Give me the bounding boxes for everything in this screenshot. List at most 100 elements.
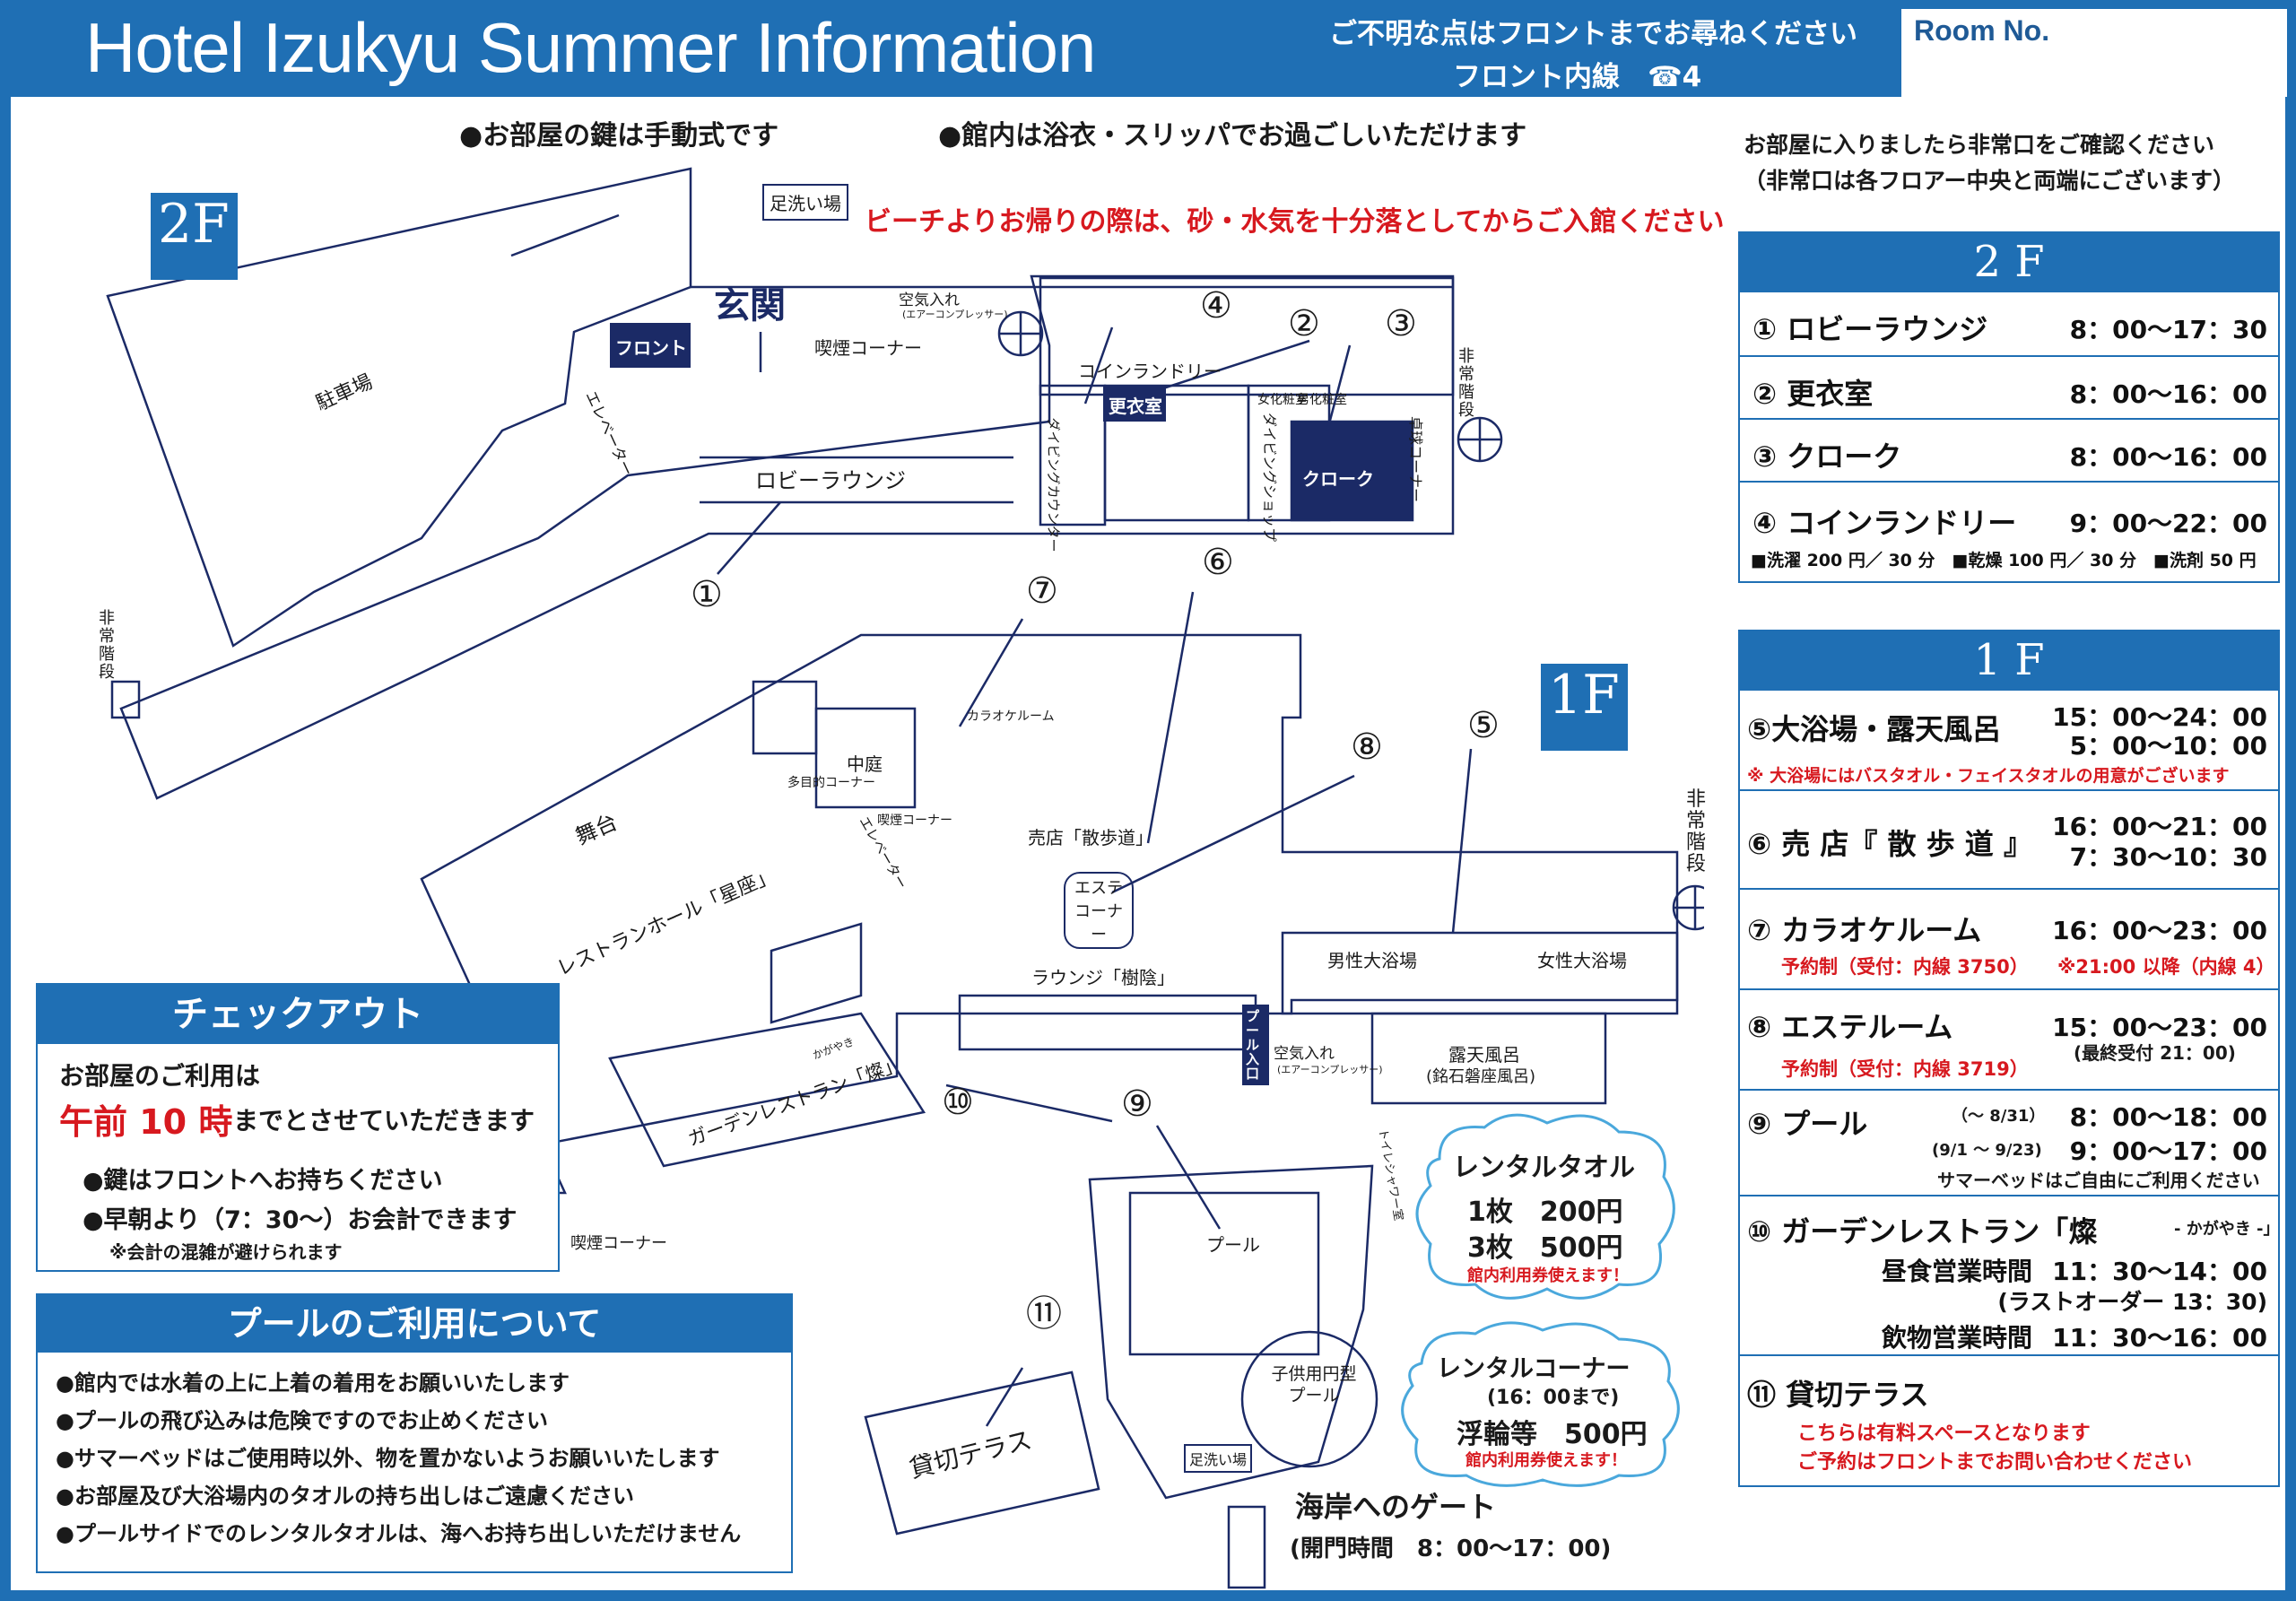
hours-1f-row-karaoke: ⑦ カラオケルーム 16：00～23：00 予約制（受付：内線 3750） ※2… <box>1740 888 2278 990</box>
yukata-notice: ●館内は浴衣・スリッパでお過ごしいただけます <box>938 120 1527 152</box>
bath-hours-morning: 5：00～10：00 <box>2069 731 2267 761</box>
pool-period-2: (9/1 ～ 9/23) <box>1932 1141 2042 1160</box>
1f-toilets <box>752 680 818 755</box>
pool-rule-5: ●プールサイドでのレンタルタオルは、海へお持ち出しいただけません <box>56 1521 742 1546</box>
kids-pool <box>1240 1330 1378 1468</box>
pool-entrance-label: プール入口 <box>1246 1008 1260 1082</box>
garden-name-sub: - かがやき -」 <box>2174 1220 2280 1239</box>
lobby-name: ① ロビーラウンジ <box>1752 312 1988 346</box>
hours-1f-panel: 1 F ⑤大浴場・露天風呂 15：00～24：00 5：00～10：00 ※ 大… <box>1738 630 2280 1487</box>
hours-1f-row-bath: ⑤大浴場・露天風呂 15：00～24：00 5：00～10：00 ※ 大浴場には… <box>1740 689 2278 791</box>
floor-2f-badge <box>151 193 238 280</box>
pool-hours-1: 8：00～18：00 <box>2069 1102 2267 1132</box>
changing-room-box <box>1103 386 1166 422</box>
room-number-box: Room No. <box>1901 9 2287 97</box>
lounge-jyuin-label: ラウンジ「樹陰」 <box>1031 967 1175 988</box>
rental-corner-price: 浮輪等 500円 <box>1457 1419 1648 1450</box>
garden-drink-hours: 11：30～16：00 <box>2052 1323 2267 1353</box>
courtyard-label: 中庭 <box>847 753 883 775</box>
terrace-paid-note: こちらは有料スペースとなります <box>1797 1423 2091 1445</box>
room-number-label: Room No. <box>1914 14 2050 47</box>
marker-3: ③ <box>1385 303 1417 344</box>
hours-1f-row-shop: ⑥ 売 店『 散 歩 道 』 16：00～21：00 7：30～10：30 <box>1740 789 2278 890</box>
shop-hours-evening: 16：00～21：00 <box>2052 812 2267 841</box>
rental-towel-price-3: 3枚 500円 <box>1467 1232 1623 1264</box>
garden-restaurant-block <box>608 1012 926 1168</box>
checkout-line1: お部屋のご利用は <box>59 1061 261 1091</box>
lounge-block <box>958 994 1257 1051</box>
karaoke-name: ⑦ カラオケルーム <box>1747 913 1982 947</box>
cloak-label: クローク <box>1302 468 1374 490</box>
rental-corner-note: 館内利用券使えます！ <box>1465 1451 1627 1470</box>
dining-counter-label: ダイビングカウンター <box>1045 417 1062 553</box>
pool-hours-2: 9：00～17：00 <box>2069 1136 2267 1166</box>
lobby-lounge-label: ロビーラウンジ <box>755 468 906 493</box>
2f-service-block <box>1039 276 1455 396</box>
smoking-1f-label: 喫煙コーナー <box>877 814 952 828</box>
marker-9: ⑨ <box>1121 1083 1153 1125</box>
pool-period-1: （～ 8/31） <box>1952 1107 2046 1126</box>
marker-2: ② <box>1288 303 1320 344</box>
karaoke-late-note: ※21:00 以降（内線 4） <box>2057 956 2275 978</box>
hours-1f-heading: 1 F <box>1740 631 2278 689</box>
emergency-stairs-2f-right: 非常階段 <box>1458 347 1474 420</box>
laundry-name: ④ コインランドリー <box>1752 506 2017 540</box>
changing-hours: 8：00～16：00 <box>2069 379 2267 409</box>
entrance-label: 玄関 <box>714 285 786 326</box>
beach-notice: ビーチよりお帰りの際は、砂・水気を十分落としてからご入館ください <box>865 206 1725 238</box>
gate-title: 海岸へのゲート <box>1295 1490 1497 1524</box>
marker-11: ⑪ <box>1026 1293 1062 1335</box>
pool-rule-2: ●プールの飛び込みは危険ですのでお止めください <box>56 1408 548 1433</box>
changing-name: ② 更衣室 <box>1752 377 1874 411</box>
air-compressor-1f-label: 空気入れ <box>1274 1045 1335 1063</box>
rental-towel-note: 館内利用券使えます！ <box>1467 1266 1629 1285</box>
checkout-panel: チェックアウト お部屋のご利用は 午前 10 時 までとさせていただきます ●鍵… <box>36 983 560 1272</box>
garden-drink-label: 飲物営業時間 <box>1882 1323 2033 1353</box>
shop-hours-morning: 7：30～10：30 <box>2069 842 2267 872</box>
air-compressor-label: 空気入れ <box>899 291 960 309</box>
hours-1f-row-garden: ⑩ ガーデンレストラン「燦 - かがやき -」 昼食営業時間 11：30～14：… <box>1740 1195 2280 1356</box>
baths-block <box>1281 931 1679 1015</box>
floor-1f-badge <box>1541 664 1628 751</box>
cloak-hours: 8：00～16：00 <box>2069 442 2267 472</box>
hours-2f-row-laundry: ④ コインランドリー 9：00～22：00 ■洗濯 200 円／ 30 分 ■乾… <box>1740 481 2278 585</box>
shop-name: ⑥ 売 店『 散 歩 道 』 <box>1747 827 2032 861</box>
esthe-name: ⑧ エステルーム <box>1747 1010 1953 1044</box>
men-toilet-label: 男化粧室 <box>1297 393 1347 407</box>
inquiry-text: ご不明な点はフロントまでお尋ねください <box>1329 18 1857 50</box>
esthe-last-entry: (最終受付 21：00) <box>2074 1042 2236 1064</box>
rental-corner-hours: (16：00まで) <box>1487 1387 1620 1409</box>
lobby-hours: 8：00～17：30 <box>2069 315 2267 344</box>
pool-area <box>1088 1164 1374 1500</box>
mens-bath-label: 男性大浴場 <box>1327 950 1417 971</box>
checkout-line2: までとさせていただきます <box>233 1106 535 1135</box>
marker-4: ④ <box>1200 285 1232 326</box>
pool-rules-panel: プールのご利用について ●館内では水着の上に上着の着用をお願いいたします ●プー… <box>36 1293 793 1573</box>
pool-entrance-box <box>1242 1005 1269 1085</box>
hours-2f-heading: 2 F <box>1740 233 2278 291</box>
bath-hours-evening: 15：00～24：00 <box>2052 702 2267 732</box>
pool-basin <box>1128 1191 1320 1356</box>
cloak-name: ③ クローク <box>1752 439 1902 474</box>
bath-name: ⑤大浴場・露天風呂 <box>1747 712 2002 746</box>
floor-plan <box>106 167 1704 1589</box>
checkout-crowd-note: ※会計の混雑が避けられます <box>109 1241 343 1263</box>
smoking-corner-label: 喫煙コーナー <box>814 337 922 359</box>
floor-1f-label: 1F <box>1548 664 1620 727</box>
pool-rule-4: ●お部屋及び大浴場内のタオルの持ち出しはご遠慮ください <box>56 1484 634 1509</box>
front-desk-box <box>610 323 691 368</box>
key-notice: ●お部屋の鍵は手動式です <box>459 120 779 152</box>
rotenburo-sub-label: (銘石磐座風呂) <box>1426 1067 1536 1086</box>
pingpong-label: 卓球コーナー <box>1407 415 1425 503</box>
page-title: Hotel Izukyu Summer Information <box>85 8 1096 87</box>
parking-area <box>106 167 692 648</box>
pool-name: ⑨ プール <box>1747 1107 1868 1141</box>
rotenburo-block <box>1370 1012 1607 1105</box>
hours-1f-row-pool: ⑨ プール （～ 8/31） 8：00～18：00 (9/1 ～ 9/23) 9… <box>1740 1089 2278 1196</box>
hours-2f-panel: 2 F ① ロビーラウンジ 8：00～17：30 ② 更衣室 8：00～16：0… <box>1738 231 2280 583</box>
rental-towel-price-1: 1枚 200円 <box>1467 1196 1623 1228</box>
floor-2f-label: 2F <box>158 193 230 256</box>
2f-wing <box>119 274 1455 800</box>
pool-label: プール <box>1206 1234 1260 1256</box>
